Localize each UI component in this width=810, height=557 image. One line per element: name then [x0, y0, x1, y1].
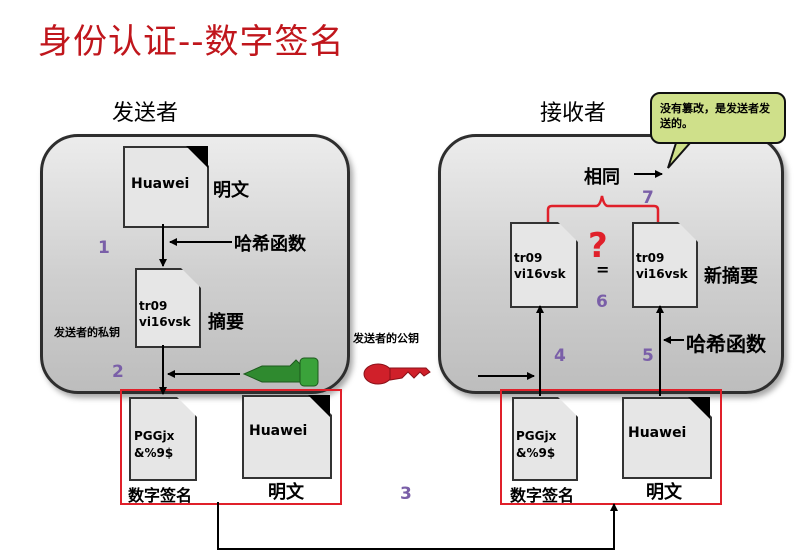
sender-plaintext-doc-text: Huawei [131, 176, 190, 192]
sender-digest-line-1: tr09 [139, 299, 168, 313]
receiver-new-digest-line-2: vi16vsk [636, 267, 688, 281]
same-label: 相同 [584, 167, 620, 188]
sender-plaintext-label: 明文 [213, 180, 249, 201]
receiver-package-plaintext-label: 明文 [646, 482, 682, 503]
equals-sign: = [596, 260, 610, 279]
receiver-heading: 接收者 [540, 101, 607, 126]
step-number-5: 5 [642, 346, 654, 366]
receiver-package-plaintext-text: Huawei [628, 425, 687, 441]
step-number-1: 1 [98, 238, 110, 258]
sender-signature-label: 数字签名 [128, 486, 193, 505]
receiver-digest-line-1: tr09 [514, 251, 543, 265]
private-key-label: 发送者的私钥 [54, 326, 120, 339]
sender-signature-doc [129, 397, 197, 481]
sender-signature-line-1: PGGjx [134, 429, 175, 443]
new-digest-label: 新摘要 [704, 266, 758, 287]
receiver-hash-label: 哈希函数 [686, 332, 766, 356]
step-number-6: 6 [596, 292, 608, 312]
comparison-brace [546, 195, 660, 222]
receiver-digest-line-2: vi16vsk [514, 267, 566, 281]
sender-hash-label: 哈希函数 [234, 234, 306, 255]
sender-package-plaintext-label: 明文 [268, 482, 304, 503]
doc-fold-icon [308, 395, 330, 417]
receiver-new-digest-doc [632, 222, 698, 308]
step-number-7: 7 [642, 188, 654, 208]
receiver-signature-line-1: PGGjx [516, 429, 557, 443]
question-mark: ? [588, 226, 608, 266]
sender-digest-line-2: vi16vsk [139, 315, 191, 329]
transmit-connector [217, 502, 618, 550]
receiver-panel [438, 134, 784, 394]
step-number-2: 2 [112, 362, 124, 382]
doc-fold-icon [186, 146, 208, 168]
page-title: 身份认证--数字签名 [38, 22, 345, 62]
private-key-icon [242, 357, 319, 387]
step-number-4: 4 [554, 346, 566, 366]
step-number-3: 3 [400, 484, 412, 504]
receiver-signature-line-2: &%9$ [516, 446, 556, 460]
sender-digest-doc [135, 268, 201, 348]
callout-tail [667, 142, 693, 169]
sender-package-frame [120, 389, 342, 505]
receiver-new-digest-line-1: tr09 [636, 251, 665, 265]
public-key-label: 发送者的公钥 [353, 332, 419, 345]
sender-heading: 发送者 [112, 101, 179, 126]
public-key-icon [363, 363, 431, 385]
sender-signature-line-2: &%9$ [134, 446, 174, 460]
sender-digest-label: 摘要 [208, 312, 244, 333]
receiver-signature-label: 数字签名 [510, 486, 575, 505]
doc-fold-icon [688, 397, 710, 419]
callout-text: 没有篡改，是发送者发送的。 [660, 102, 770, 130]
speech-callout-icon: 没有篡改，是发送者发送的。 [650, 92, 786, 144]
sender-package-plaintext-text: Huawei [249, 423, 308, 439]
receiver-digest-doc [510, 222, 578, 308]
receiver-signature-doc [512, 397, 578, 481]
